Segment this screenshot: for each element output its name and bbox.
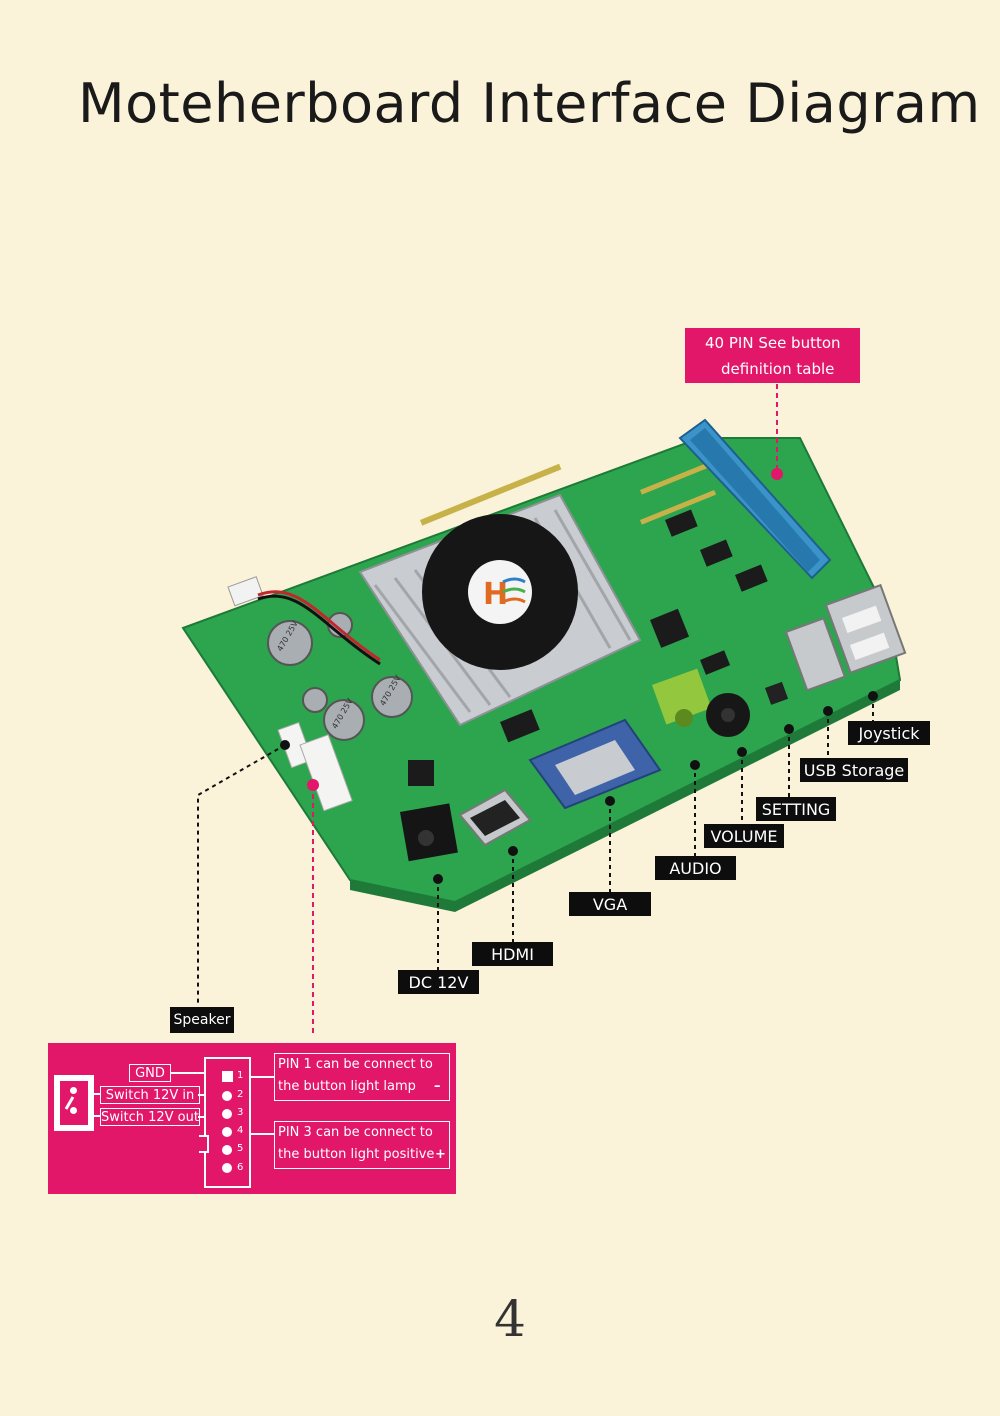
- joystick-usb-port: [824, 583, 907, 674]
- page-title: Moteherboard Interface Diagram: [78, 72, 981, 135]
- audio-jack: [651, 668, 712, 725]
- plus-sign: +: [435, 1147, 446, 1162]
- switch-out-label: Switch 12V out: [100, 1108, 200, 1126]
- switch-in-label: Switch 12V in: [100, 1086, 200, 1104]
- usb-port: [784, 617, 847, 692]
- pin-square: [222, 1071, 233, 1082]
- pin40-note: 40 PIN See button definition table: [685, 328, 860, 383]
- pin-number-2: 2: [237, 1089, 244, 1100]
- pin6-connector: [299, 734, 353, 812]
- pin-number-3: 3: [237, 1107, 244, 1118]
- label-hdmi: HDMI: [472, 942, 553, 966]
- label-volume: VOLUME: [704, 824, 784, 848]
- pin1-note-line2: the button light lamp: [278, 1079, 416, 1094]
- pin-number-5: 5: [237, 1143, 244, 1154]
- pin-number-1: 1: [237, 1070, 244, 1081]
- minus-sign: –: [434, 1079, 441, 1094]
- label-vga: VGA: [569, 892, 651, 916]
- pin-number-4: 4: [237, 1125, 244, 1136]
- six-pin-connector: [204, 1057, 251, 1188]
- pin40-note-line1: 40 PIN See button: [705, 333, 841, 352]
- gnd-label: GND: [129, 1064, 171, 1082]
- label-usb-storage: USB Storage: [800, 758, 908, 782]
- pin3-note-line2: the button light positive: [278, 1147, 435, 1162]
- label-speaker: Speaker: [170, 1007, 234, 1033]
- pin1-note-line1: PIN 1 can be connect to: [278, 1057, 433, 1072]
- label-dc-12v: DC 12V: [398, 970, 479, 994]
- label-audio: AUDIO: [655, 856, 736, 880]
- pcb-pads: [420, 456, 726, 526]
- pin1-note-box: [274, 1053, 450, 1101]
- page-number: 4: [494, 1290, 526, 1348]
- chips: [408, 509, 768, 786]
- connector-panel: GND Switch 12V in Switch 12V out 1 2 3 4…: [48, 1043, 456, 1194]
- pin40-note-line2: definition table: [721, 359, 835, 378]
- leader-lines: [197, 696, 874, 1006]
- label-setting: SETTING: [756, 797, 836, 821]
- label-joystick: Joystick: [848, 721, 930, 745]
- pin3-note-box: [274, 1121, 450, 1169]
- setting-button: [765, 681, 789, 705]
- pin-number-6: 6: [237, 1162, 244, 1173]
- pin3-note-line1: PIN 3 can be connect to: [278, 1125, 433, 1140]
- switch-icon: [54, 1075, 94, 1131]
